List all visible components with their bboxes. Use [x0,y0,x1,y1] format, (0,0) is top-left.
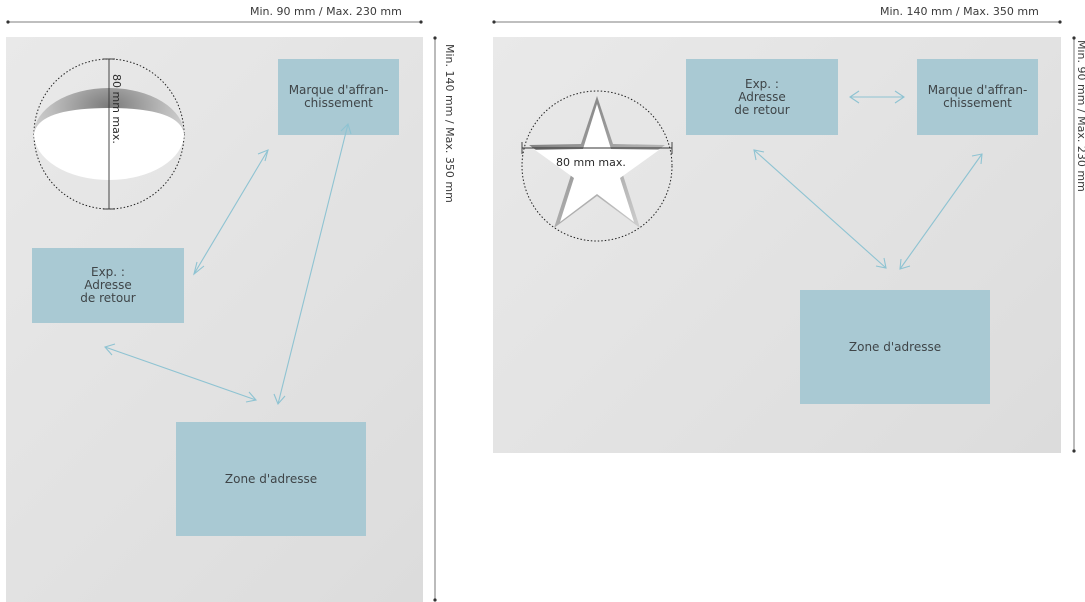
star-cutout-label: 80 mm max. [556,156,626,169]
oval-cutout-label: 80 mm max. [110,74,123,144]
arrow-sender-to-postage-right [849,90,905,104]
arrow-sender-to-address-left [104,343,258,403]
right-width-dimension-label: Min. 140 mm / Max. 350 mm [880,5,1039,18]
right-width-dimension-line [492,20,1062,24]
left-width-dimension-label: Min. 90 mm / Max. 230 mm [250,5,402,18]
address-zone-box-left: Zone d'adresse [176,422,366,536]
left-height-dimension-line [433,36,437,602]
postage-mark-box-left: Marque d'affran- chissement [278,59,399,135]
star-window-cutout: 80 mm max. [521,90,673,242]
arrow-postage-to-address-right [899,153,983,270]
address-zone-box-right: Zone d'adresse [800,290,990,404]
arrow-sender-to-postage-left [193,149,269,276]
arrow-sender-to-address-right [753,149,887,269]
left-width-dimension-line [6,20,423,24]
right-height-dimension-line [1072,36,1076,453]
arrow-address-to-postage-left [273,122,352,406]
sender-address-box-left: Exp. : Adresse de retour [32,248,184,323]
postage-mark-box-right: Marque d'affran- chissement [917,59,1038,135]
oval-window-cutout: 80 mm max. [33,58,185,210]
sender-address-box-right: Exp. : Adresse de retour [686,59,838,135]
